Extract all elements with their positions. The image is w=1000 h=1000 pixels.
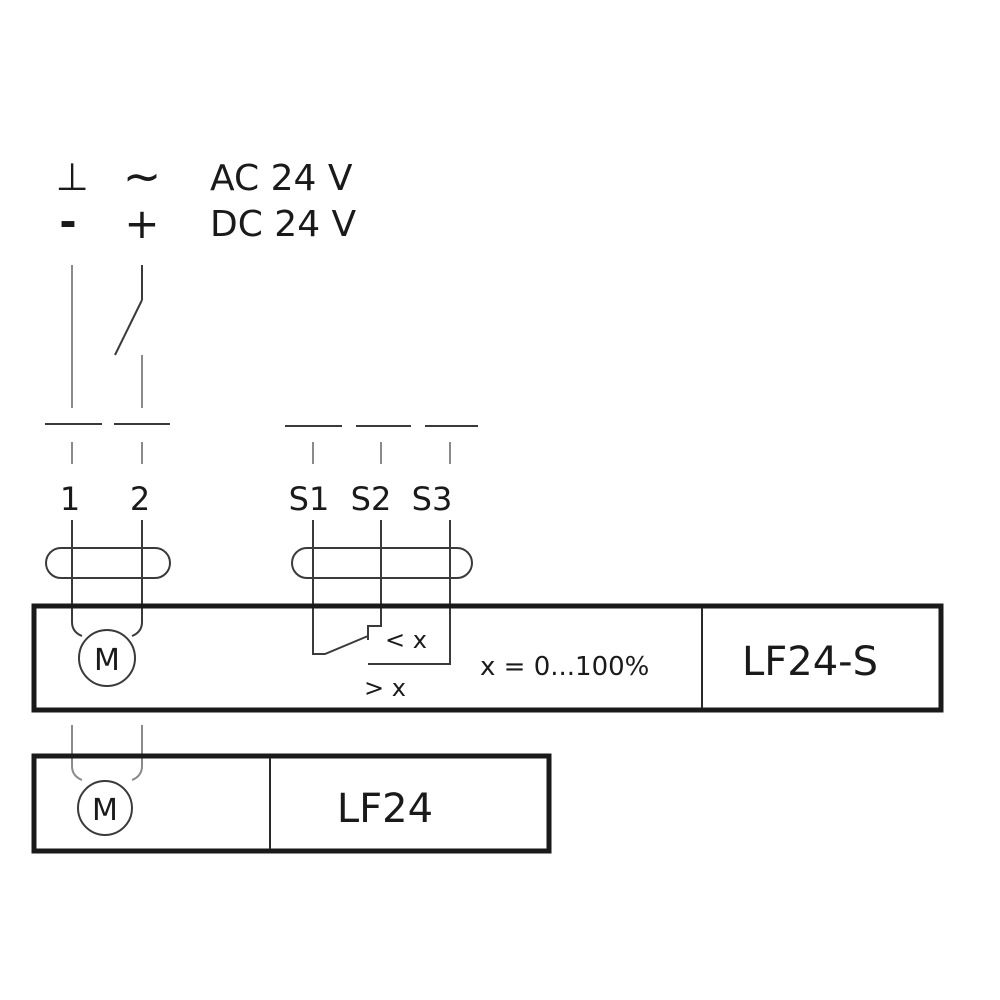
plus-symbol: + — [124, 199, 159, 248]
terminal-label-s1: S1 — [289, 480, 330, 518]
motor-lf24s-label: M — [94, 643, 120, 678]
wire-s3 — [368, 520, 451, 665]
ac-tilde-symbol: ~ — [123, 149, 162, 203]
ground-symbol: ⊥ — [55, 155, 88, 199]
device-lf24s-frame — [31, 603, 944, 713]
wire-2-to-motor-s — [131, 520, 143, 637]
wire-1-to-motor-basic — [71, 725, 83, 781]
wire-s1 — [312, 520, 369, 655]
terminal-label-s2: S2 — [351, 480, 392, 518]
switch-contact — [114, 299, 143, 356]
cable-sleeve-power — [45, 547, 171, 579]
switch-lt-label: < x — [385, 626, 427, 654]
motor-lf24-circle — [77, 780, 133, 836]
ac-voltage-label: AC 24 V — [210, 158, 353, 199]
device-lf24-model: LF24 — [337, 786, 433, 832]
terminal-label-s3: S3 — [412, 480, 453, 518]
wire-1-to-motor-s — [71, 520, 83, 637]
device-lf24s-model: LF24-S — [742, 639, 878, 685]
terminal-label-2: 2 — [130, 480, 150, 518]
wire-2-to-motor-basic — [131, 725, 143, 781]
wire-s2 — [367, 520, 382, 640]
switch-gt-label: > x — [364, 674, 406, 702]
motor-lf24-label: M — [92, 793, 118, 828]
motor-lf24s-circle — [78, 629, 136, 687]
switch-range-label: x = 0...100% — [480, 652, 649, 682]
terminal-label-1: 1 — [60, 480, 80, 518]
dc-voltage-label: DC 24 V — [210, 204, 357, 245]
minus-symbol: - — [59, 197, 76, 246]
device-lf24-frame — [31, 753, 552, 854]
